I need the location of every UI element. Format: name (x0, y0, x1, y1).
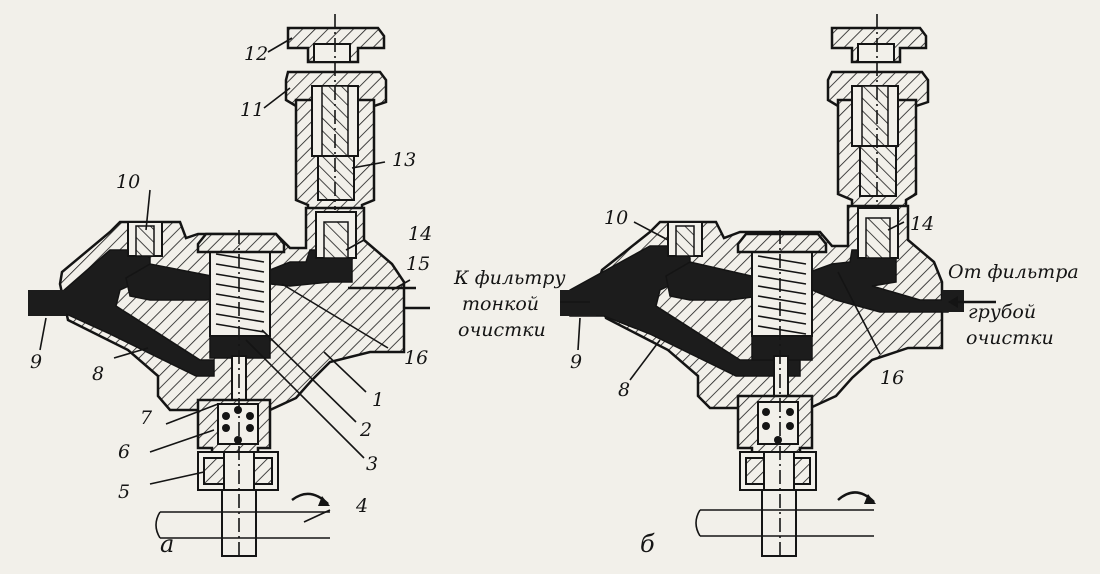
callout-3: 3 (366, 453, 378, 475)
callout-8: 8 (92, 363, 104, 385)
callout-10: 10 (116, 171, 140, 193)
svg-text:От фильтра: От фильтра (948, 261, 1079, 283)
leader-lines-b (560, 221, 905, 381)
callouts-a: 12 11 13 10 14 15 16 1 2 3 4 7 6 5 8 9 а (30, 43, 432, 558)
callout-11: 11 (240, 99, 264, 121)
callout-6: 6 (118, 441, 130, 463)
leader-lines-a (39, 37, 411, 523)
callout-9: 9 (30, 351, 42, 373)
diagram-a (28, 14, 430, 560)
callout-4: 4 (355, 495, 368, 517)
callout-13: 13 (392, 149, 416, 171)
callout-b-14: 14 (910, 213, 934, 235)
svg-text:грубой: грубой (968, 301, 1036, 323)
cap-12 (286, 26, 386, 64)
callout-5: 5 (118, 481, 130, 503)
callout-15: 15 (406, 253, 430, 275)
callout-7: 7 (140, 407, 153, 429)
sublabel-b: б (640, 530, 655, 558)
callout-2: 2 (359, 419, 372, 441)
pump-body-a (28, 206, 430, 417)
callout-b-8: 8 (618, 379, 630, 401)
caption-to-fine-filter: К фильтру тонкой очистки (453, 267, 566, 341)
svg-text:К фильтру: К фильтру (453, 267, 566, 289)
callout-b-10: 10 (604, 207, 628, 229)
callout-b-9: 9 (570, 351, 582, 373)
svg-text:очистки: очистки (966, 327, 1054, 349)
callout-16: 16 (404, 347, 428, 369)
callout-12: 12 (244, 43, 268, 65)
sublabel-a: а (160, 530, 174, 558)
callout-1: 1 (372, 389, 384, 411)
caption-from-coarse-filter: От фильтра грубой очистки (948, 261, 1079, 349)
lower-housing-a (196, 398, 279, 557)
svg-text:тонкой: тонкой (462, 293, 539, 315)
callout-14: 14 (408, 223, 432, 245)
diagram-b (560, 14, 996, 560)
svg-text:очистки: очистки (458, 319, 546, 341)
shaft-4 (155, 492, 330, 539)
callouts-b: 10 14 16 8 9 б (570, 207, 934, 558)
callout-b-16: 16 (880, 367, 904, 389)
